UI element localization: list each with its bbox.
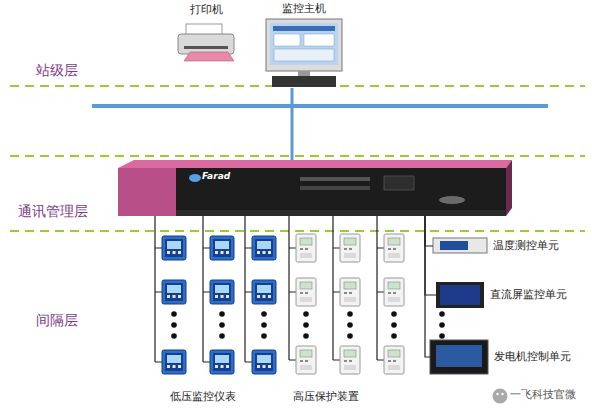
device-panel [118,168,176,216]
layer-divider [10,155,585,157]
watermark: 一飞科技官微 [510,388,576,402]
meter-icon [210,236,234,260]
screen-bar [273,26,335,31]
relay-icon [296,234,316,262]
layer-divider [10,230,585,232]
printer-paper [184,52,234,61]
connector-line [291,88,294,160]
unit-display [440,241,468,250]
node-label: 监控主机 [258,2,350,16]
node-label: 发电机控制单元 [494,350,502,363]
device-display [384,176,414,190]
node-label: 打印机 [170,3,242,17]
device-knob [439,196,465,204]
relay-icon [384,278,404,306]
screen-window [274,49,334,61]
device-strip [176,210,506,216]
wechat-icon-eye [496,393,498,395]
group-label: 高压保护装置 [293,390,359,404]
unit-icon [433,238,487,253]
layer-label: 通讯管理层 [18,203,88,221]
bay-wire [377,216,384,360]
ellipsis-dots [171,311,445,339]
device-leds [300,186,370,190]
meter-icon [252,350,276,374]
meter-icon [252,236,276,260]
connector-line [425,216,430,357]
layer-label: 站级层 [36,62,78,80]
node-label: 温度测控单元 [493,239,501,252]
device-node: 直流屏监控单元 [436,282,498,308]
monitor-frame [266,19,342,71]
meter-icon [210,350,234,374]
device-node: 监控主机 [258,2,350,88]
device-top [118,160,512,168]
relay-icon [296,278,316,306]
relay-icon [296,346,316,374]
device-node: 打印机 [170,3,242,61]
bay-wire [289,216,296,360]
connector-line [425,216,436,295]
device-logo [189,174,201,182]
printer-slot [184,46,228,49]
device-node: 发电机控制单元 [430,340,502,374]
device-side [506,160,512,216]
unit-icon [436,282,484,308]
bay-wire [155,216,162,362]
wechat-icon [493,389,508,404]
network-bus [92,104,548,108]
bay-wire [203,216,210,362]
meter-icon [252,280,276,304]
screen-window [304,34,334,46]
relay-icon [340,234,360,262]
brand-text: Farad [202,171,230,182]
bay-wire [245,216,252,362]
connector-line [425,216,433,246]
meter-icon [162,280,186,304]
monitor-screen [270,23,338,65]
layer-label: 间隔层 [36,312,78,330]
relay-icon [384,346,404,374]
printer-body [178,34,234,54]
relay-icon [340,346,360,374]
relay-icon [340,278,360,306]
meter-icon [210,280,234,304]
device-front [176,168,506,216]
group-label: 低压监控仪表 [170,390,236,404]
meter-icon [162,350,186,374]
monitor-stand [298,71,310,76]
wechat-icon-eye [501,393,503,395]
device-box: Farad [118,160,506,216]
bay-wire [333,216,340,360]
unit-display [440,285,480,305]
relay-icon [384,234,404,262]
host-base [272,76,336,87]
meter-icon [162,236,186,260]
screen-window [274,34,300,46]
device-leds [300,177,370,181]
unit-icon [430,340,488,374]
device-node: 温度测控单元 [433,236,501,256]
unit-display [436,345,482,367]
node-label: 直流屏监控单元 [490,288,498,301]
